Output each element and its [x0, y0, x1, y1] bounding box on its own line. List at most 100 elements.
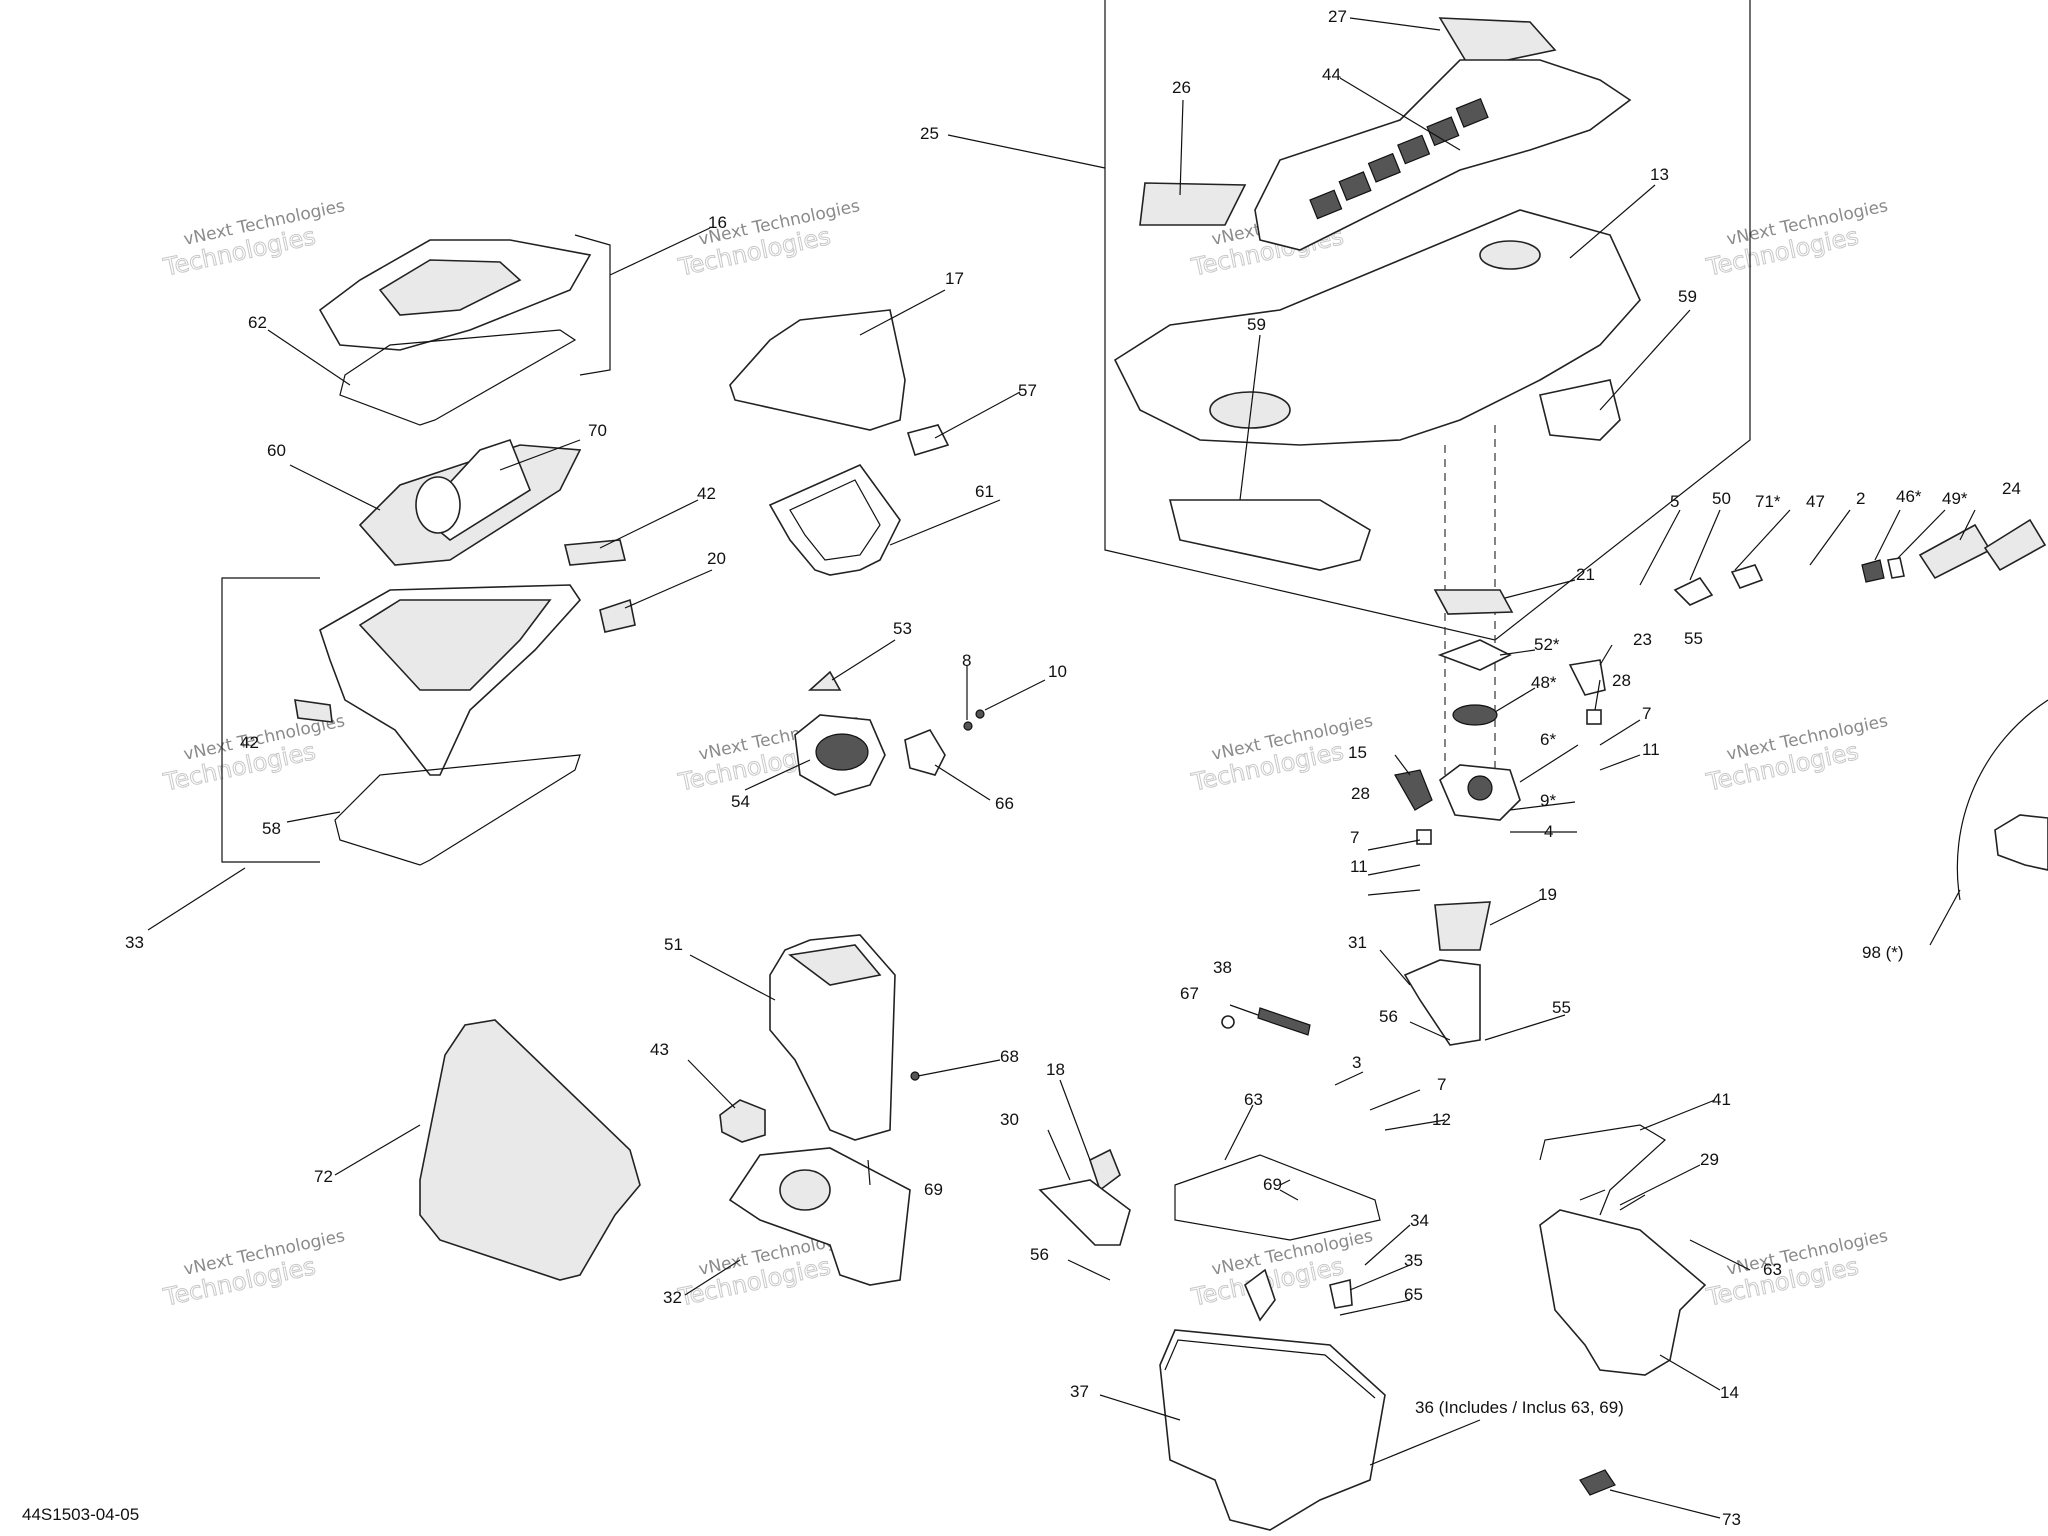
part-59-gasket-a [1168, 499, 1371, 571]
label-32: 32 [663, 1288, 682, 1307]
part-8-screw [963, 721, 973, 731]
part-48-spring [1452, 704, 1498, 726]
part-31-hinge [1403, 959, 1481, 1046]
part-28-bushing-a [1416, 829, 1432, 845]
part-62-gasket [339, 329, 577, 426]
part-38-spring [1257, 1007, 1311, 1036]
label-34: 34 [1410, 1211, 1429, 1230]
part-51-liner [769, 934, 896, 1141]
watermark: Technologies vNext Technologies [675, 196, 862, 282]
watermark: Technologies vNext Technologies [160, 711, 347, 797]
label-3: 3 [1352, 1053, 1361, 1072]
label-25: 25 [920, 124, 939, 143]
label-70: 70 [588, 421, 607, 440]
label-4: 4 [1544, 822, 1553, 841]
part-42-clip-a [563, 539, 627, 566]
label-17: 17 [945, 269, 964, 288]
watermark: Technologies vNext Technologies [1703, 1226, 1890, 1312]
label-10: 10 [1048, 662, 1067, 681]
watermark: Technologies vNext Technologies [1703, 711, 1890, 797]
watermark: Technologies vNext Technologies [160, 1226, 347, 1312]
part-15-lever [1394, 769, 1433, 811]
part-43-knob [719, 1099, 766, 1143]
label-14: 14 [1720, 1383, 1739, 1402]
label-49: 49* [1942, 489, 1968, 508]
label-27: 27 [1328, 7, 1347, 26]
label-28-a: 28 [1612, 671, 1631, 690]
label-28-b: 28 [1351, 784, 1370, 803]
label-33: 33 [125, 933, 144, 952]
frame-inner [789, 479, 881, 561]
label-41: 41 [1712, 1090, 1731, 1109]
label-48: 48* [1531, 673, 1557, 692]
label-7-b: 7 [1350, 828, 1359, 847]
part-30-hinge [1038, 1179, 1131, 1246]
label-9: 9* [1540, 791, 1556, 810]
label-11-b: 11 [1350, 857, 1368, 876]
bin-opening [779, 1169, 831, 1211]
label-56-a: 56 [1379, 1007, 1398, 1026]
label-73: 73 [1722, 1510, 1741, 1529]
part-37-bin [1159, 1329, 1386, 1531]
label-53: 53 [893, 619, 912, 638]
label-31: 31 [1348, 933, 1367, 952]
label-2: 2 [1856, 489, 1865, 508]
label-71: 71* [1755, 492, 1781, 511]
label-29: 29 [1700, 1150, 1719, 1169]
label-7-a: 7 [1642, 704, 1651, 723]
label-60: 60 [267, 441, 286, 460]
label-35: 35 [1404, 1251, 1423, 1270]
label-67: 67 [1180, 984, 1199, 1003]
label-11-a: 11 [1642, 740, 1660, 759]
funnel-mouth [415, 476, 461, 534]
label-42-a: 42 [697, 484, 716, 503]
part-73-clip [1579, 1469, 1616, 1496]
label-63-a: 63 [1244, 1090, 1263, 1109]
leader-lines [147, 17, 1976, 1519]
label-62: 62 [248, 313, 267, 332]
part-98-detail-circle [1956, 699, 2048, 901]
label-8: 8 [962, 651, 971, 670]
label-23: 23 [1633, 630, 1652, 649]
label-24: 24 [2002, 479, 2021, 498]
bin-rim [1164, 1339, 1376, 1399]
label-55-b: 55 [1552, 998, 1571, 1017]
watermark: Technologies vNext Technologies [1703, 196, 1890, 282]
part-52-plate [1437, 639, 1512, 671]
label-50: 50 [1712, 489, 1731, 508]
label-69-a: 69 [1263, 1175, 1282, 1194]
part-58-gasket [334, 754, 581, 866]
label-66: 66 [995, 794, 1014, 813]
label-59-b: 59 [1678, 287, 1697, 306]
label-19: 19 [1538, 885, 1557, 904]
gauge-face [815, 733, 869, 771]
part-14-bin [1539, 1209, 1707, 1376]
part-61-frame [768, 464, 901, 576]
label-69-b: 69 [924, 1180, 943, 1199]
part-20-latch [599, 598, 636, 633]
bracket-33 [221, 577, 320, 863]
part-59-gasket-b [1539, 379, 1621, 441]
label-51: 51 [664, 935, 683, 954]
part-46-block [1861, 559, 1885, 583]
label-57: 57 [1018, 381, 1037, 400]
part-47-latch [1730, 564, 1764, 589]
part-71-latch [1673, 576, 1714, 606]
label-6: 6* [1540, 730, 1556, 749]
label-47: 47 [1806, 492, 1825, 511]
part-57-clip [906, 424, 950, 456]
label-65: 65 [1404, 1285, 1423, 1304]
seadoo-lettering [1309, 97, 1489, 220]
part-10-screw [975, 709, 985, 719]
label-42-b: 42 [240, 733, 259, 752]
label-58: 58 [262, 819, 281, 838]
label-98: 98 (*) [1862, 943, 1904, 962]
label-26: 26 [1172, 78, 1191, 97]
part-27-decal [1438, 17, 1557, 69]
part-72-cushion [419, 1019, 641, 1281]
label-12: 12 [1432, 1110, 1451, 1129]
watermark: Technologies vNext Technologies [160, 196, 347, 282]
label-56-b: 56 [1030, 1245, 1049, 1264]
label-55-a: 55 [1684, 629, 1703, 648]
part-21-pad [1433, 589, 1514, 615]
